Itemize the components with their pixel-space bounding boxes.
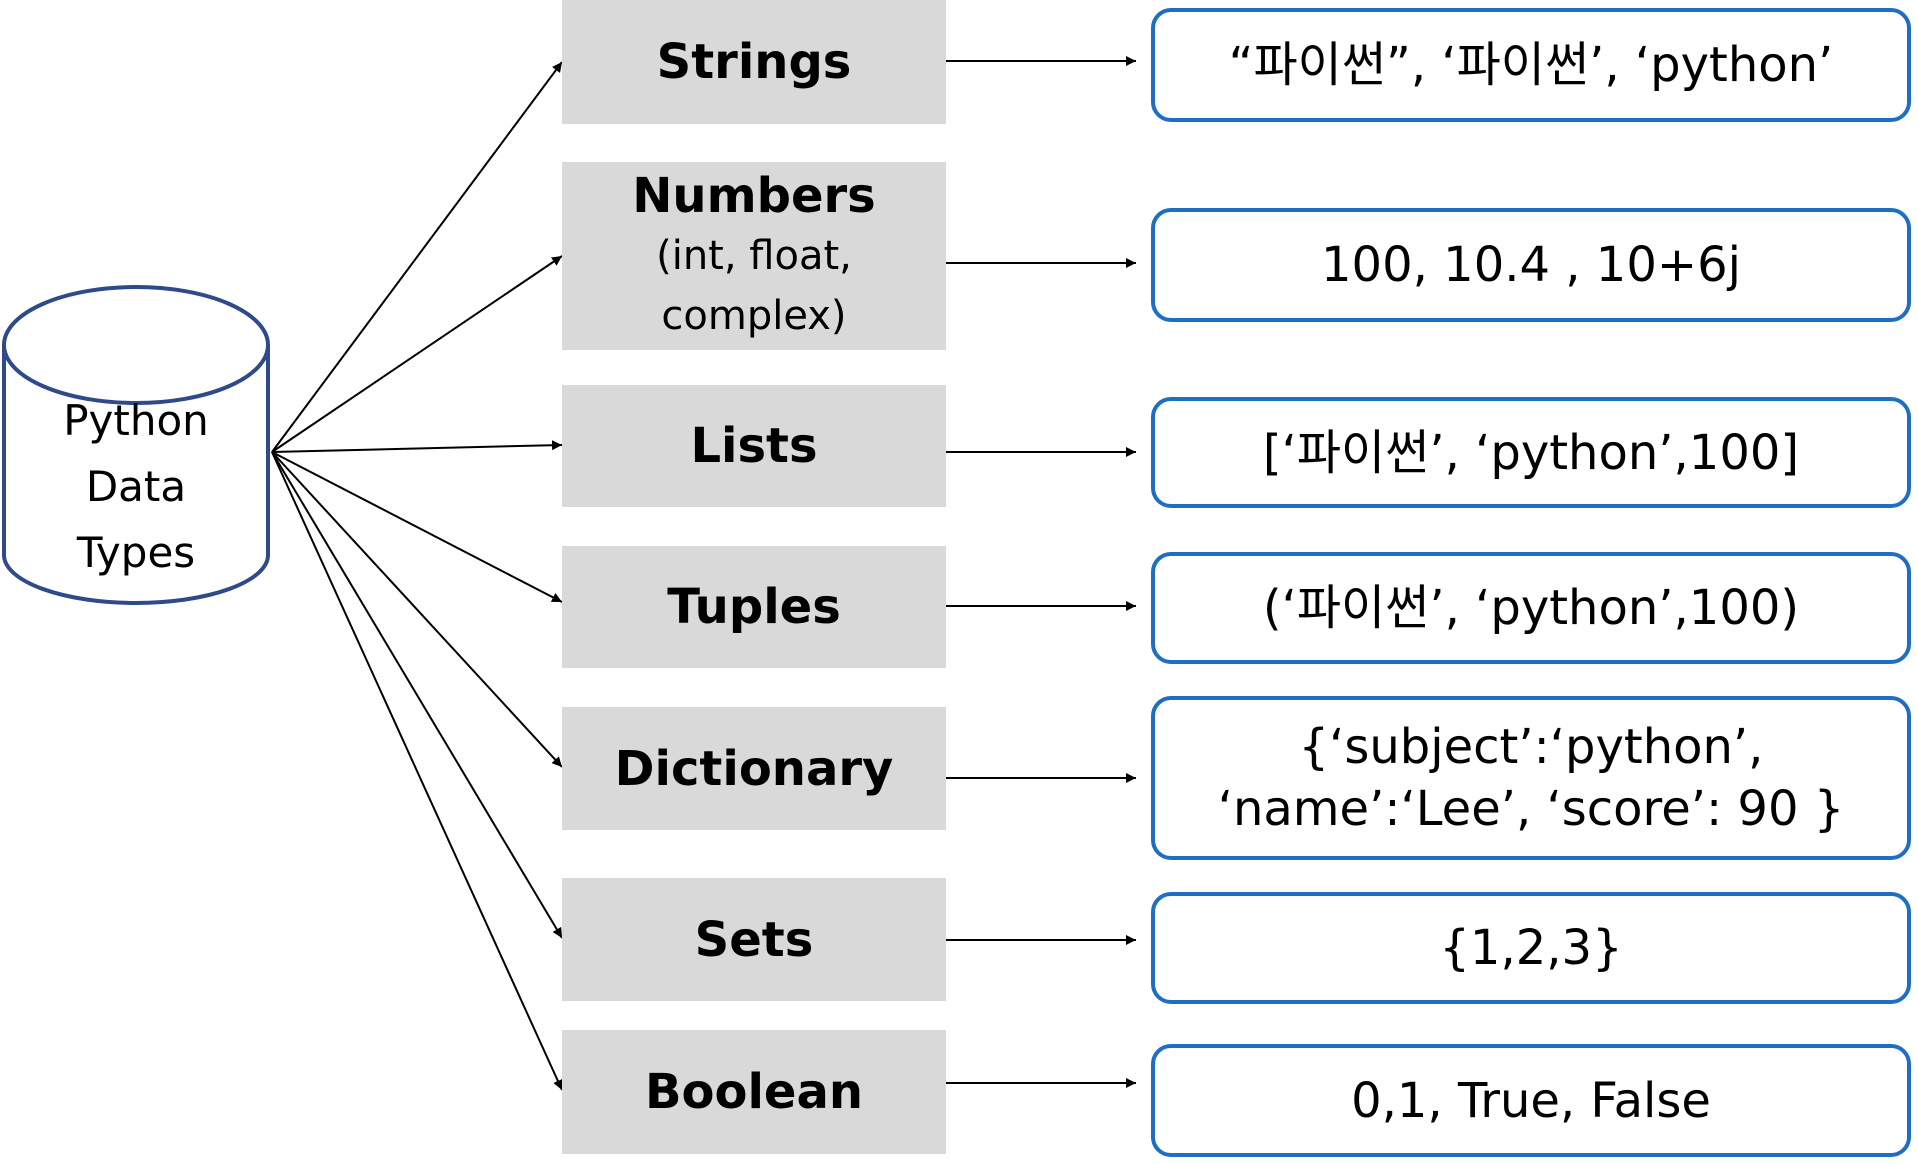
type-box-sets: Sets <box>562 878 946 1001</box>
root-label-text: Python Data Types <box>63 396 209 577</box>
type-box-strings: Strings <box>562 0 946 124</box>
root-to-strings-arrow <box>271 61 563 453</box>
example-text: (‘파이썬’, ‘python’,100) <box>1262 580 1800 636</box>
example-text: 100, 10.4 , 10+6j <box>1321 237 1741 293</box>
root-to-dictionary-arrow <box>271 451 563 768</box>
type-name: Boolean <box>644 1064 864 1120</box>
type-name: Lists <box>690 418 818 474</box>
type-name: Dictionary <box>614 740 894 797</box>
type-subtitle: (int, float, complex) <box>656 233 852 339</box>
example-box-tuples: (‘파이썬’, ‘python’,100) <box>1151 552 1911 664</box>
root-to-tuples-arrow <box>271 451 563 603</box>
example-box-dictionary: {‘subject’:‘python’, ‘name’:‘Lee’, ‘scor… <box>1151 696 1911 860</box>
example-box-strings: “파이썬”, ‘파이썬’, ‘python’ <box>1151 8 1911 122</box>
root-to-sets-arrow <box>271 451 563 939</box>
type-box-boolean: Boolean <box>562 1030 946 1154</box>
example-text: [‘파이썬’, ‘python’,100] <box>1262 424 1800 481</box>
root-label: Python Data Types <box>0 388 272 586</box>
example-box-boolean: 0,1, True, False <box>1151 1044 1911 1157</box>
type-name: Strings <box>656 34 852 90</box>
type-box-numbers: Numbers (int, float, complex) <box>562 162 946 350</box>
type-box-dictionary: Dictionary <box>562 707 946 830</box>
type-name: Tuples <box>667 579 841 635</box>
example-text: “파이썬”, ‘파이썬’, ‘python’ <box>1228 37 1834 93</box>
example-box-numbers: 100, 10.4 , 10+6j <box>1151 208 1911 322</box>
example-box-lists: [‘파이썬’, ‘python’,100] <box>1151 397 1911 508</box>
connector-arrows <box>271 56 1136 1091</box>
type-name: Numbers <box>632 168 876 224</box>
root-to-boolean-arrow <box>271 451 563 1091</box>
example-text: {‘subject’:‘python’, ‘name’:‘Lee’, ‘scor… <box>1217 719 1845 837</box>
type-name: Sets <box>694 911 814 968</box>
root-to-numbers-arrow <box>271 255 563 453</box>
type-box-tuples: Tuples <box>562 546 946 668</box>
database-cylinder-icon <box>2 285 270 605</box>
example-box-sets: {1,2,3} <box>1151 892 1911 1004</box>
root-to-lists-arrow <box>271 440 563 453</box>
example-text: {1,2,3} <box>1439 920 1623 976</box>
example-text: 0,1, True, False <box>1351 1072 1711 1129</box>
type-box-lists: Lists <box>562 385 946 507</box>
